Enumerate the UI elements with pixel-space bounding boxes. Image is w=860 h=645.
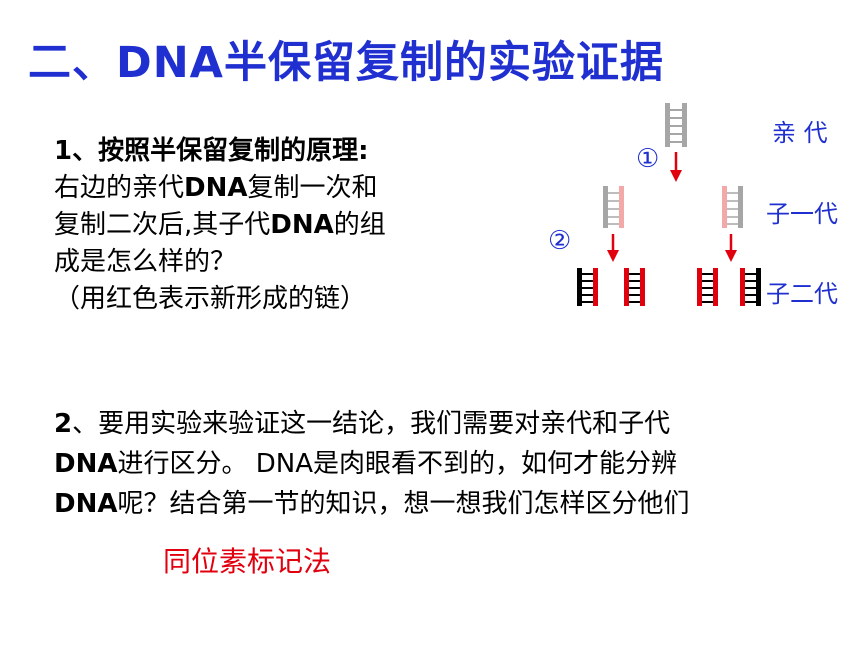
q1-line2-b: DNA: [184, 173, 248, 203]
question-1: 1、按照半保留复制的原理: 右边的亲代DNA复制一次和 复制二次后,其子代DNA…: [54, 133, 484, 318]
q2-line-2: DNA进行区分。 DNA是肉眼看不到的，如何才能分辨: [54, 444, 860, 484]
slide-title: 二、DNA半保留复制的实验证据: [28, 38, 664, 88]
q1-number: 1: [54, 136, 73, 166]
q1-line-4: 成是怎么样的？: [54, 247, 237, 277]
q2-line2-b: 进行区分。 DNA是肉眼看不到的，如何才能分辨: [117, 449, 677, 479]
q2-line2-a: DNA: [54, 449, 118, 479]
q1-line-3: 复制二次后,其子代DNA的组: [54, 207, 484, 244]
q2-line1-text: 、要用实验来验证这一结论，我们需要对亲代和子代: [72, 409, 671, 439]
q1-heading: 、按照半保留复制的原理:: [72, 136, 369, 166]
q1-line3-c: 的组: [333, 210, 386, 240]
gen2-dna-1: [577, 268, 598, 306]
gen1-dna-left: [603, 186, 624, 228]
gen2-dna-4: [740, 268, 761, 306]
label-gen2: 子二代: [766, 280, 838, 308]
q1-line-1: 1、按照半保留复制的原理:: [54, 133, 484, 170]
q2-line3-b: 呢？结合第一节的知识，想一想我们怎样区分他们: [117, 489, 690, 519]
label-gen1: 子一代: [766, 200, 838, 228]
step-2-label: ②: [548, 226, 572, 256]
q2-number: 2: [54, 409, 73, 439]
gen2-dna-3: [697, 268, 718, 306]
arrow-step2-right: [725, 234, 737, 262]
question-2: 2、要用实验来验证这一结论，我们需要对亲代和子代 DNA进行区分。 DNA是肉眼…: [54, 404, 860, 524]
q1-line-5: （用红色表示新形成的链）: [54, 284, 367, 314]
label-parent: 亲 代: [772, 119, 828, 147]
answer-isotope-labeling: 同位素标记法: [163, 545, 332, 578]
q2-line3-a: DNA: [54, 489, 118, 519]
gen1-dna-right: [722, 186, 743, 228]
q1-line3-a: 复制二次后,其子代: [54, 210, 271, 240]
parent-strand-right: [682, 103, 687, 147]
q1-line3-b: DNA: [270, 210, 334, 240]
arrow-step2-left: [607, 234, 619, 262]
q2-line-3: DNA呢？结合第一节的知识，想一想我们怎样区分他们: [54, 484, 860, 524]
parent-rungs: [670, 109, 682, 143]
q1-line-2: 右边的亲代DNA复制一次和: [54, 170, 484, 207]
parent-dna: [665, 103, 687, 147]
gen2-dna-2: [624, 268, 645, 306]
step-1-label: ①: [636, 144, 660, 174]
q1-line2-a: 右边的亲代: [54, 173, 185, 203]
parent-strand-left: [665, 103, 670, 147]
q1-line2-c: 复制一次和: [247, 173, 378, 203]
q2-line-1: 2、要用实验来验证这一结论，我们需要对亲代和子代: [54, 404, 860, 444]
arrow-step1: [670, 152, 682, 182]
